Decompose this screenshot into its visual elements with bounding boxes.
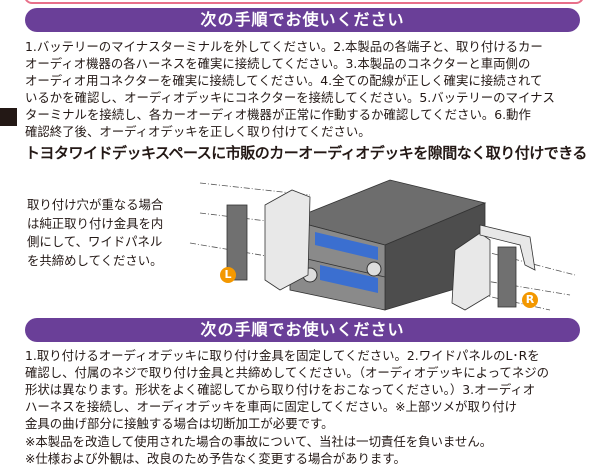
text-line: オーディオ機器の各ハーネスを確実に接続してください。3.本製品のコネクターと車両… <box>25 56 531 71</box>
text-line: オーディオ用コネクターを確実に接続してください。4.全ての配線が正しく確実に接続… <box>25 73 543 88</box>
illustration-note: 取り付け穴が重なる場合 は純正取り付け金具を内 側にして、ワイドパネル を共締め… <box>27 196 163 270</box>
text-line: 1.バッテリーのマイナスターミナルを外してください。2.本製品の各端子と、取り付… <box>25 39 543 54</box>
section2-header: 次の手順でお使いください <box>25 318 580 342</box>
deck-installation-illustration <box>189 179 576 311</box>
text-line: 確認終了後、オーディオデッキを正しく取り付けてください。 <box>25 124 371 139</box>
text-line: ハーネスを接続し、オーディオデッキを車両に固定してください。※上部ツメが取り付け <box>25 399 518 414</box>
text-line: は純正取り付け金具を内 <box>27 215 164 231</box>
section1-header: 次の手順でお使いください <box>25 8 580 32</box>
footnote: ※本製品を改造して使用された場合の事故について、当社は一切責任を負いません。 <box>25 434 493 449</box>
footnotes: ※本製品を改造して使用された場合の事故について、当社は一切責任を負いません。 ※… <box>25 433 492 467</box>
text-line: 1.取り付けるオーディオデッキに取り付け金具を固定してください。2.ワイドパネル… <box>25 348 540 363</box>
text-line: 側にして、ワイドパネル <box>27 234 163 249</box>
text-line: 金具の曲げ部分に接触する場合は切断加工が必要です。 <box>25 416 334 431</box>
top-border-box <box>24 0 584 4</box>
right-panel-badge: R <box>522 292 538 308</box>
section1-instructions: 1.バッテリーのマイナスターミナルを外してください。2.本製品の各端子と、取り付… <box>25 38 585 140</box>
section2-instructions: 1.取り付けるオーディオデッキに取り付け金具を固定してください。2.ワイドパネル… <box>25 347 585 432</box>
text-line: ターミナルを接続し、各カーオーディオ機器が正常に作動するか確認してください。6.… <box>25 107 531 122</box>
feature-headline: トヨタワイドデッキスペースに市販のカーオーディオデッキを隙間なく取り付けできる <box>25 144 587 162</box>
text-line: 取り付け穴が重なる場合 <box>27 197 164 212</box>
text-line: いるかを確認し、オーディオデッキにコネクターを接続してください。5.バッテリーの… <box>25 90 555 105</box>
text-line: 形状は異なります。形状をよく確認してから取り付けをおこなってください。）3.オー… <box>25 382 536 397</box>
side-marker <box>0 108 17 126</box>
footnote: ※仕様および外観は、改良のため予告なく変更する場合があります。 <box>25 451 406 466</box>
left-panel-badge: L <box>220 267 236 283</box>
text-line: 確認し、付属のネジで取り付け金具と共締めしてください。（オーディオデッキによって… <box>25 365 549 380</box>
text-line: を共締めしてください。 <box>27 252 163 268</box>
